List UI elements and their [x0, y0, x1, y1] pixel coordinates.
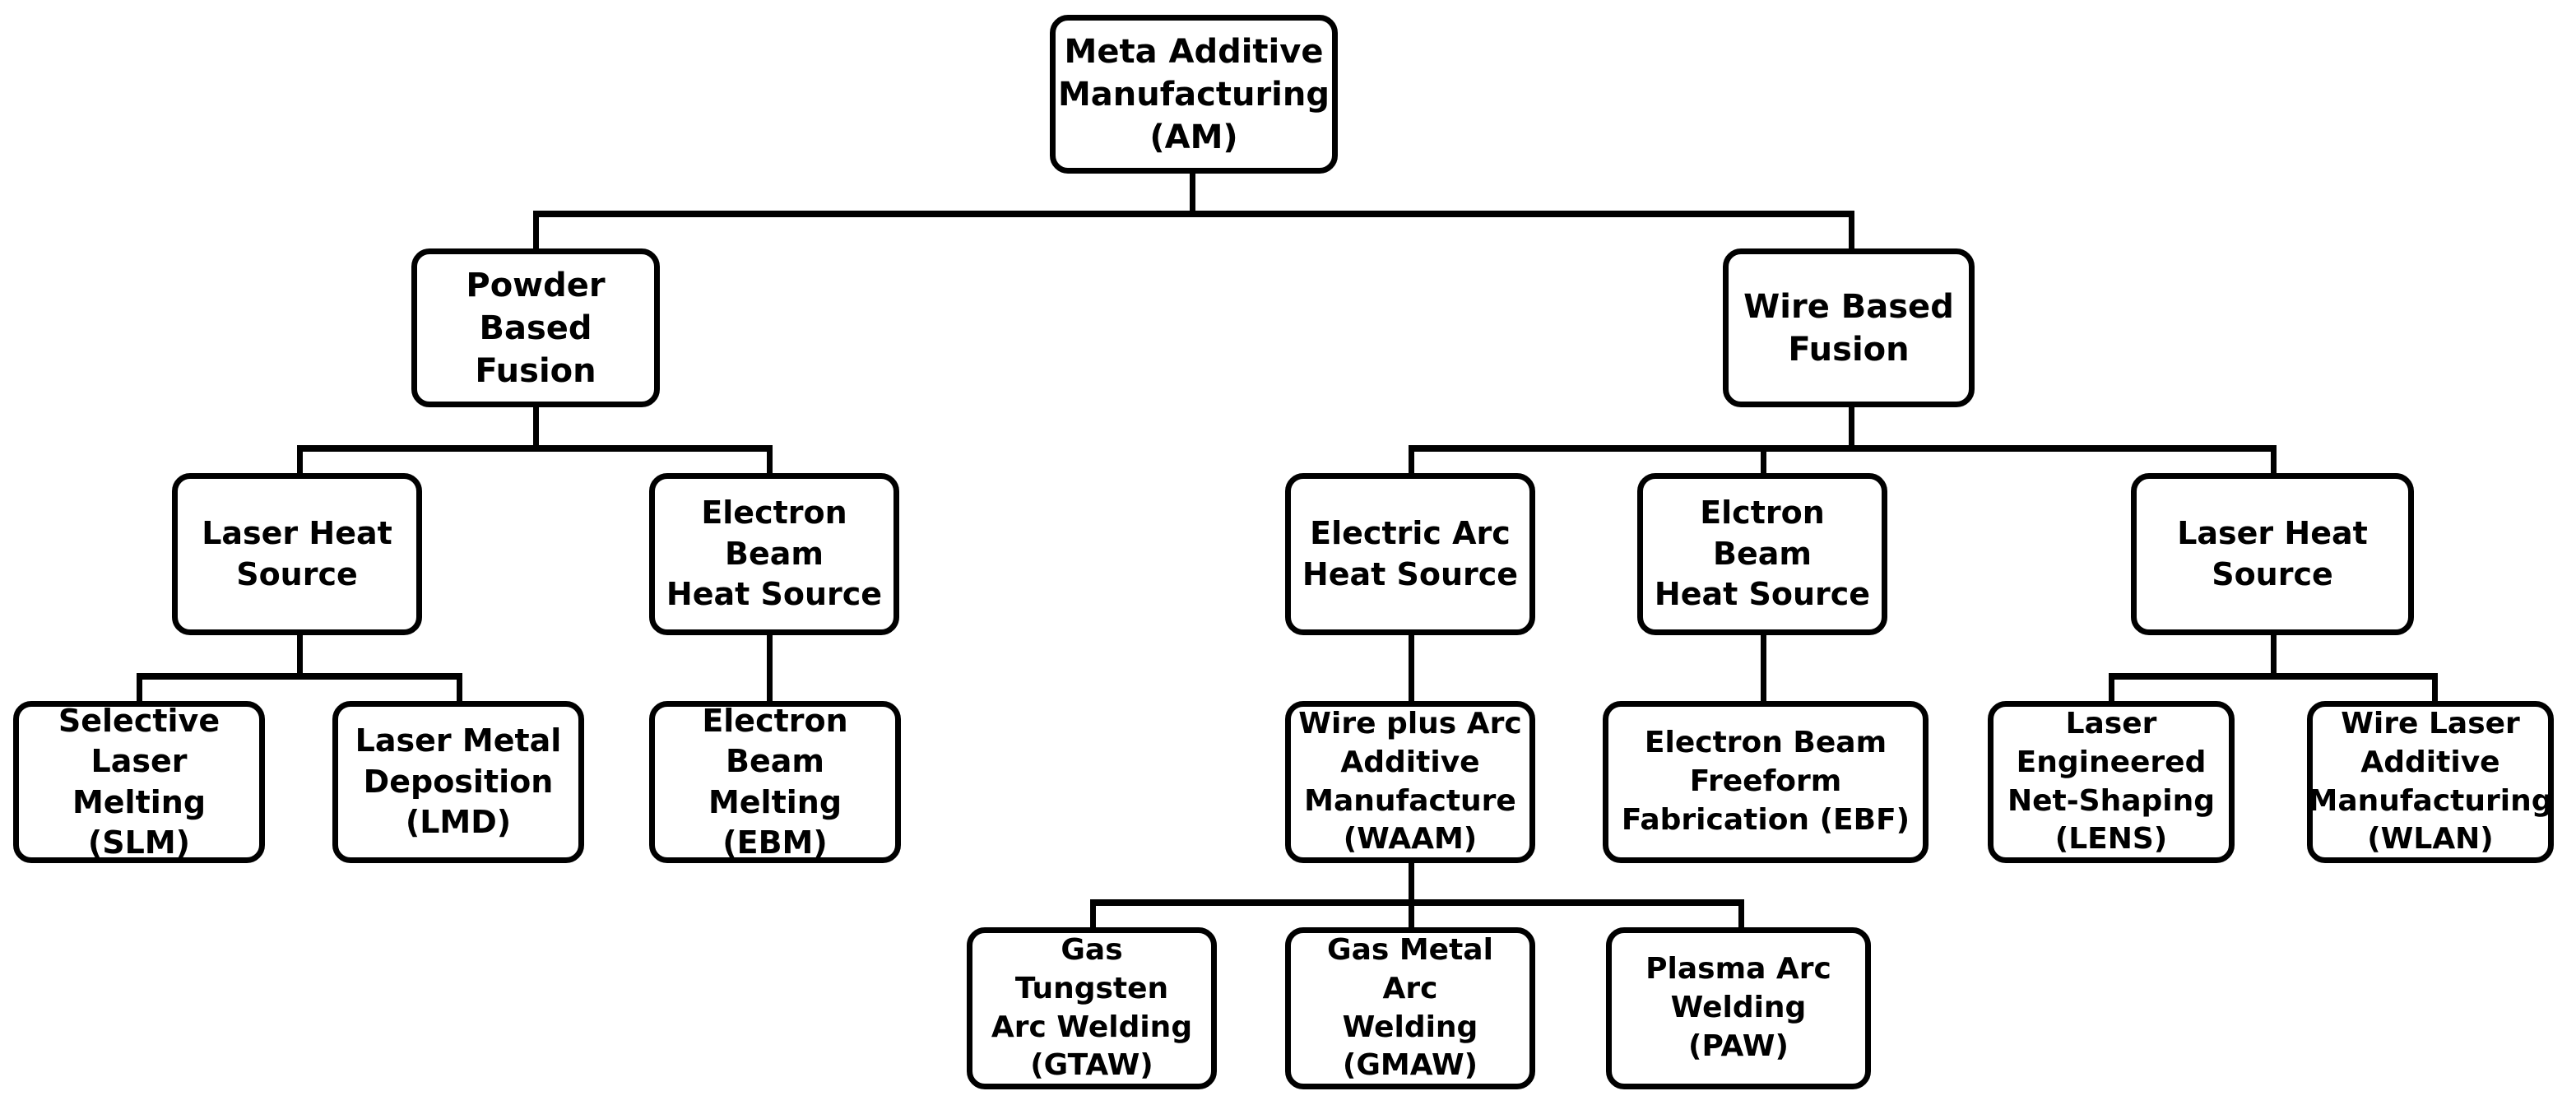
edge-to-ebm — [767, 634, 773, 703]
edge-to-electron-beam-heat-source-powder — [767, 445, 773, 475]
edge-to-powder-based-fusion — [533, 211, 539, 250]
edge-to-slm — [137, 673, 142, 703]
node-electron-beam-heat-source-powder[interactable]: Electron Beam Heat Source — [649, 473, 899, 635]
edge-bus-powder — [297, 445, 773, 452]
node-paw[interactable]: Plasma Arc Welding (PAW) — [1606, 927, 1871, 1089]
edge-bus-waam — [1090, 899, 1744, 906]
node-lens[interactable]: Laser Engineered Net-Shaping (LENS) — [1988, 701, 2235, 863]
edge-bus-laser-powder — [137, 673, 462, 680]
edge-to-lens — [2109, 673, 2114, 703]
edge-to-wlan — [2432, 673, 2438, 703]
node-wire-based-fusion[interactable]: Wire Based Fusion — [1723, 248, 1975, 407]
node-gtaw[interactable]: Gas Tungsten Arc Welding (GTAW) — [967, 927, 1217, 1089]
node-powder-based-fusion[interactable]: Powder Based Fusion — [411, 248, 660, 407]
node-meta-additive-manufacturing[interactable]: Meta Additive Manufacturing (AM) — [1050, 15, 1338, 174]
node-selective-laser-melting[interactable]: Selective Laser Melting (SLM) — [13, 701, 265, 863]
node-waam[interactable]: Wire plus Arc Additive Manufacture (WAAM… — [1285, 701, 1535, 863]
edge-to-ebf — [1761, 634, 1766, 703]
edge-to-laser-heat-source-powder — [297, 445, 303, 475]
edge-to-paw — [1738, 899, 1744, 929]
edge-to-elctron-beam-heat-source-wire — [1761, 445, 1766, 475]
edge-to-lmd — [457, 673, 462, 703]
node-laser-heat-source-wire[interactable]: Laser Heat Source — [2131, 473, 2414, 635]
edge-to-electric-arc-heat-source — [1409, 445, 1414, 475]
node-electric-arc-heat-source[interactable]: Electric Arc Heat Source — [1285, 473, 1535, 635]
node-gmaw[interactable]: Gas Metal Arc Welding (GMAW) — [1285, 927, 1535, 1089]
edge-to-wire-based-fusion — [1849, 211, 1854, 250]
edge-to-waam — [1409, 634, 1414, 703]
node-electron-beam-melting[interactable]: Electron Beam Melting (EBM) — [649, 701, 901, 863]
edge-bus-wire — [1409, 445, 2277, 452]
node-ebf[interactable]: Electron Beam Freeform Fabrication (EBF) — [1603, 701, 1929, 863]
edge-waam-stem — [1409, 861, 1414, 903]
edge-root-stem — [1190, 173, 1195, 216]
node-wlan[interactable]: Wire Laser Additive Manufacturing (WLAN) — [2307, 701, 2554, 863]
node-laser-heat-source-powder[interactable]: Laser Heat Source — [172, 473, 422, 635]
edge-laser-powder-stem — [297, 634, 303, 676]
node-elctron-beam-heat-source-wire[interactable]: Elctron Beam Heat Source — [1637, 473, 1887, 635]
edge-to-gtaw — [1090, 899, 1096, 929]
node-laser-metal-deposition[interactable]: Laser Metal Deposition (LMD) — [332, 701, 584, 863]
edge-bus-laser-wire — [2109, 673, 2438, 680]
edge-laser-wire-stem — [2271, 634, 2277, 676]
edge-to-laser-heat-source-wire — [2271, 445, 2277, 475]
edge-wire-stem — [1849, 406, 1854, 449]
edge-bus-level1 — [533, 211, 1854, 217]
edge-powder-stem — [533, 406, 539, 449]
edge-to-gmaw — [1409, 899, 1414, 929]
